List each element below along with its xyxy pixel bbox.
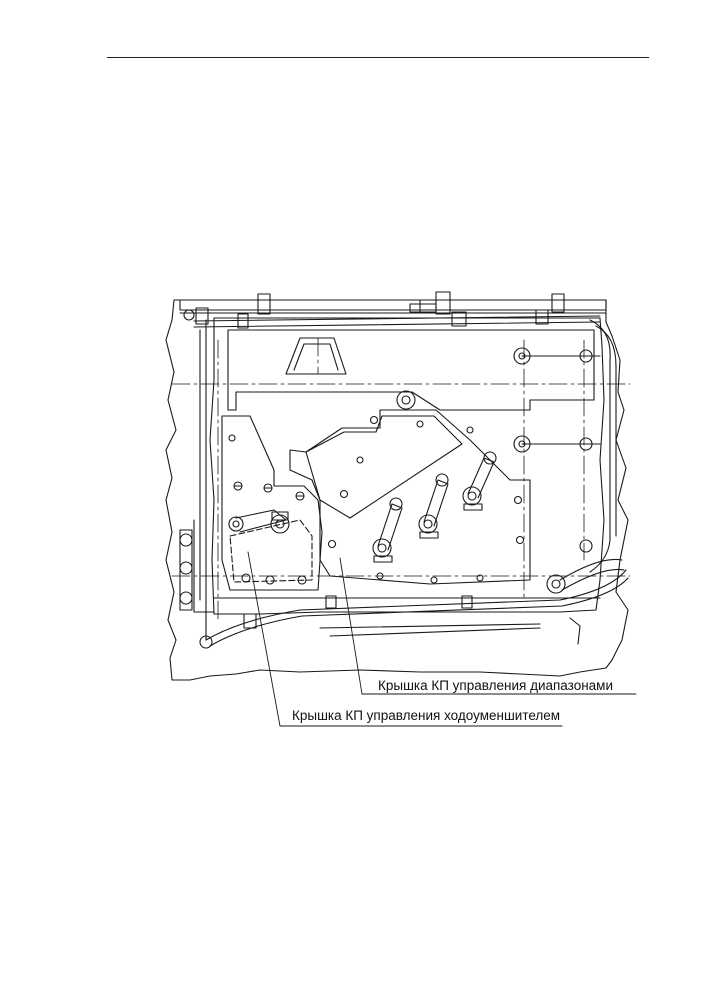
housing-outline — [165, 299, 629, 681]
upper-boss — [285, 337, 347, 375]
callout-range-cover: Крышка КП управления диапазонами — [378, 678, 613, 693]
right-pipes — [559, 319, 625, 591]
shift-lever-3 — [462, 451, 497, 511]
range-cover-bolts — [327, 415, 525, 584]
crawler-cover-bolts — [228, 434, 307, 585]
lower-frame — [213, 597, 601, 645]
crawler-cover-outer — [221, 415, 323, 591]
top-pipe-b — [193, 321, 601, 328]
callout-crawler-cover: Крышка КП управления ходоуменшителем — [292, 708, 561, 723]
housing-inner-wall — [209, 317, 605, 615]
left-pipes — [179, 319, 215, 641]
page-header-rule — [107, 57, 649, 58]
callout-leaders — [247, 551, 637, 727]
right-bosses — [513, 347, 601, 594]
range-cover-breather-inner — [401, 395, 411, 405]
top-flange — [179, 299, 607, 311]
range-cover-raised — [305, 415, 463, 519]
range-cover-breather — [396, 390, 416, 410]
range-cover-outer — [289, 409, 531, 585]
upper-boss-inner — [293, 343, 339, 371]
inner-panel — [227, 329, 595, 411]
centerlines — [171, 337, 631, 621]
crawler-lever — [228, 509, 290, 534]
shift-lever-1 — [372, 497, 403, 563]
crawler-cover-inner — [229, 519, 313, 583]
top-pipe-a — [193, 315, 601, 322]
shift-lever-2 — [418, 473, 449, 539]
bottom-pipe — [199, 569, 629, 649]
top-pipe-fittings — [183, 291, 565, 329]
